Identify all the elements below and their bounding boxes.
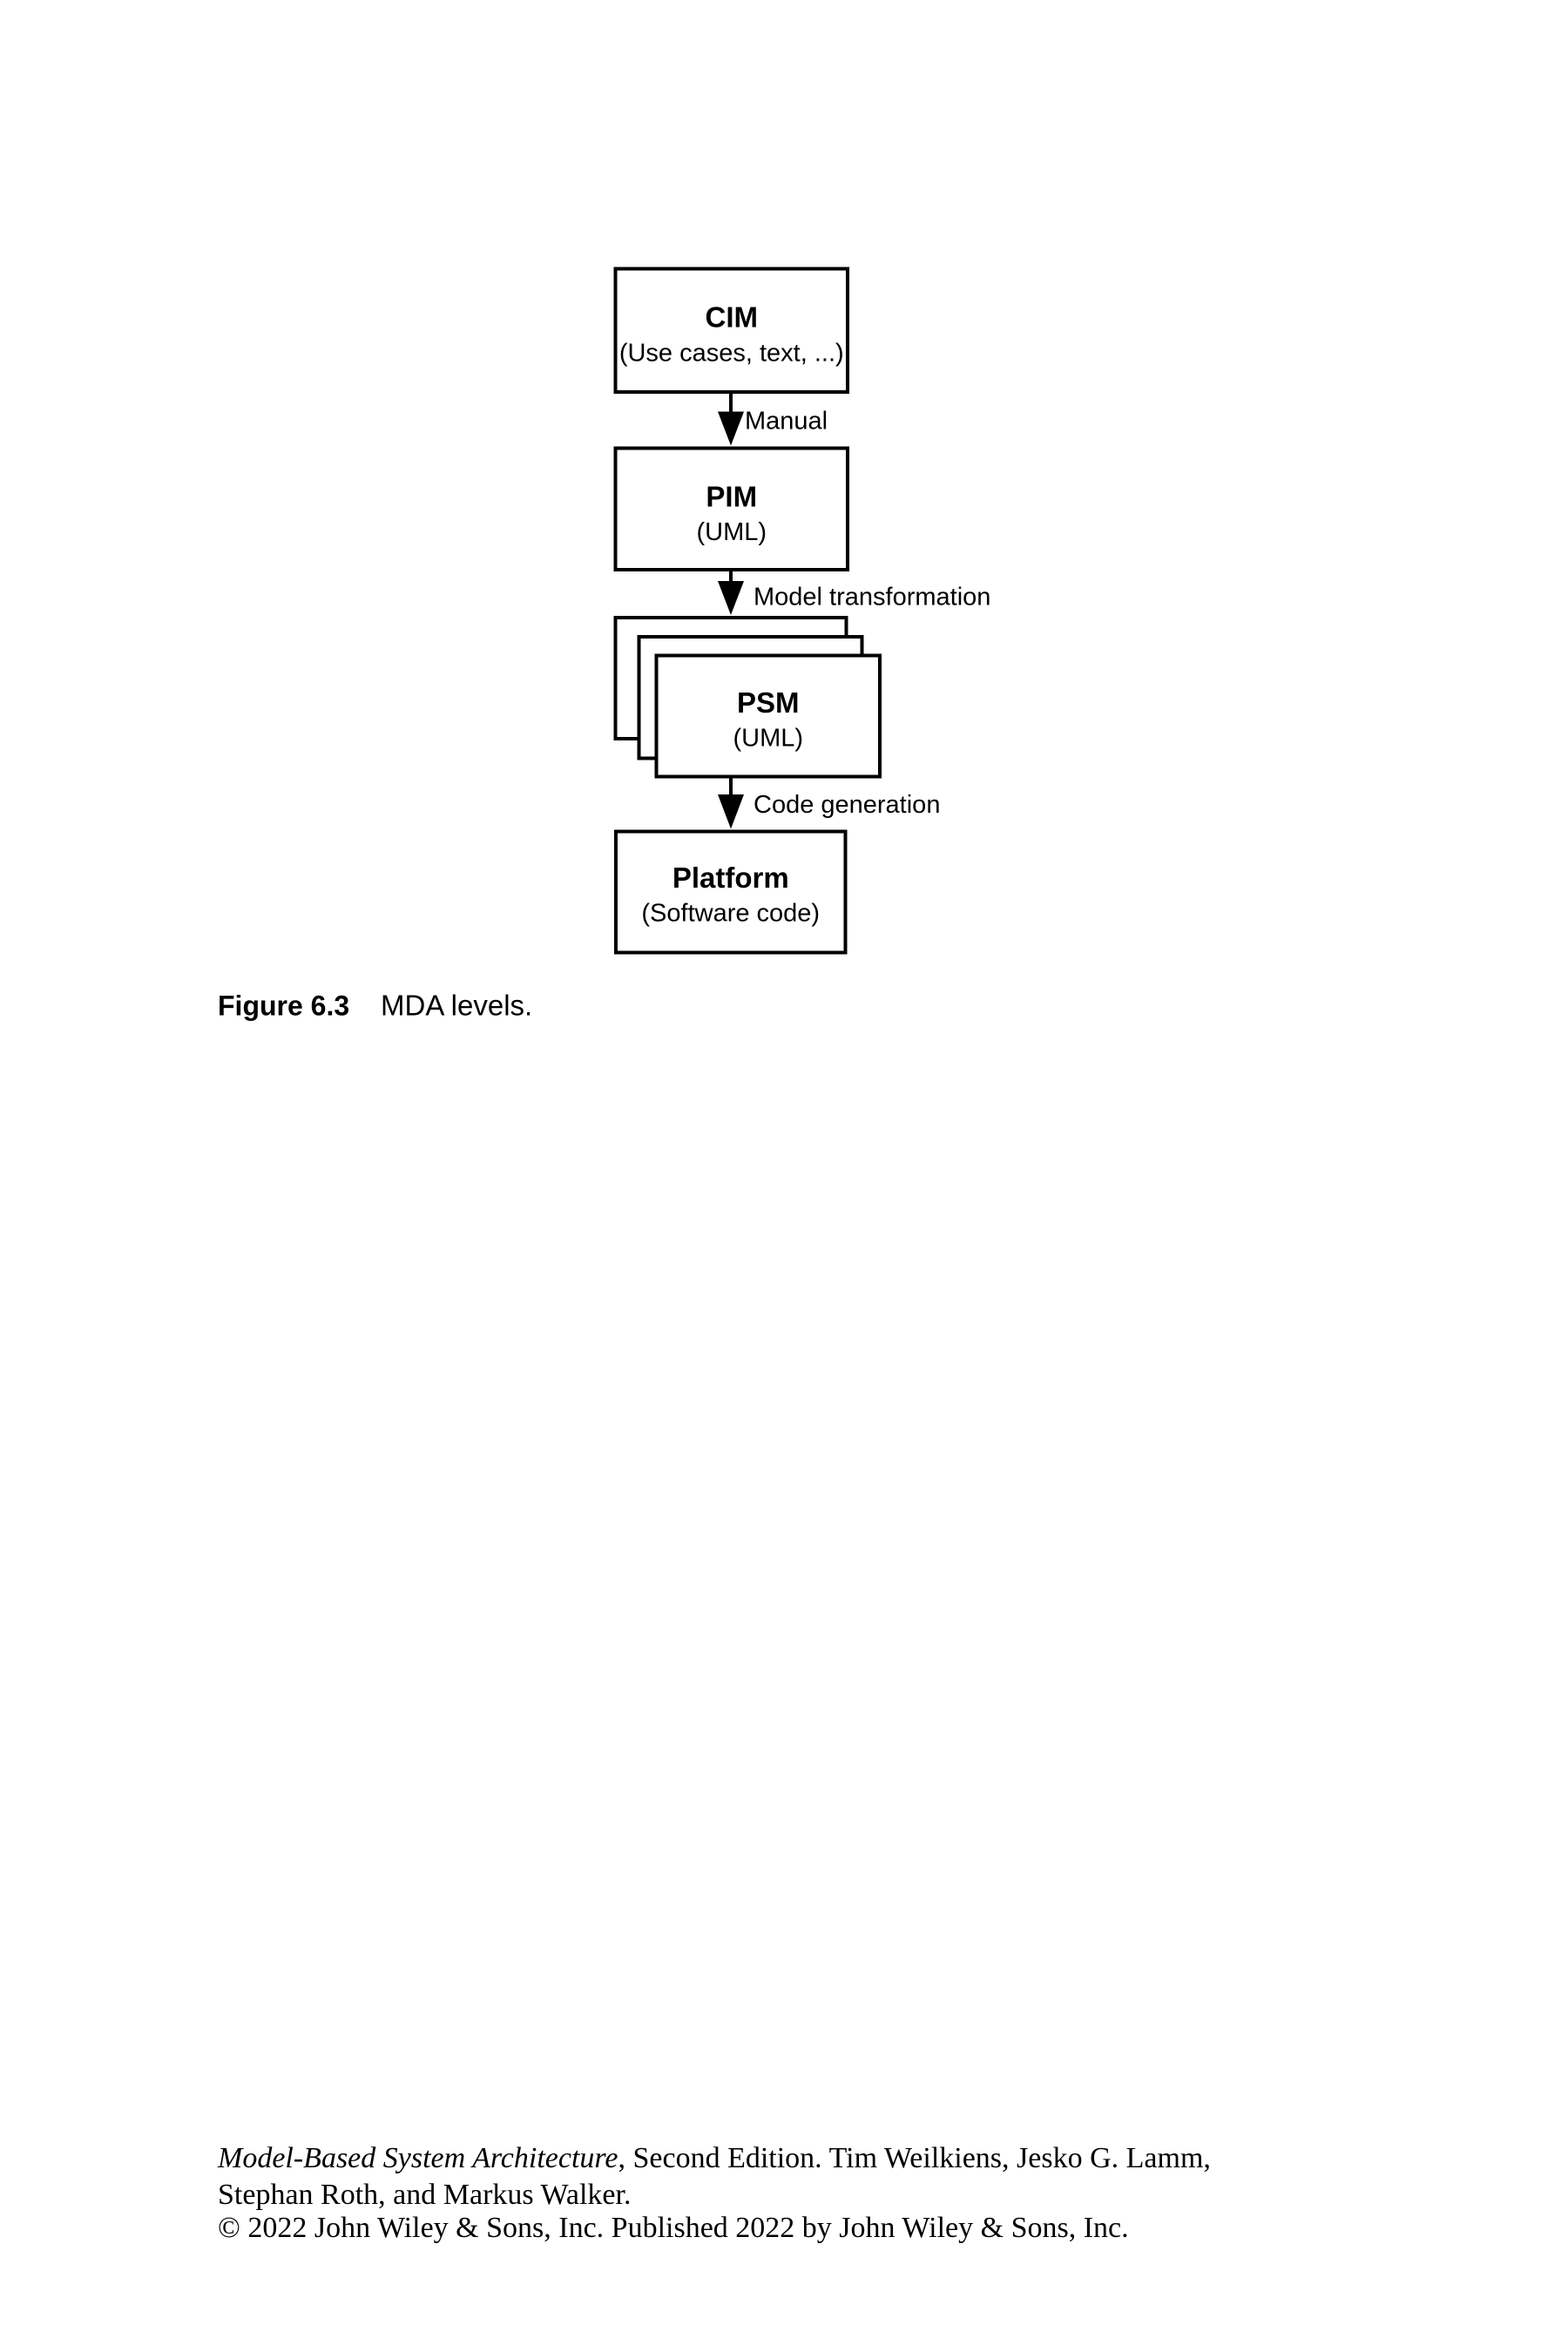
svg-text:(UML): (UML) (733, 725, 803, 753)
svg-text:(Use cases, text, ...): (Use cases, text, ...) (619, 340, 844, 368)
svg-text:Manual: Manual (745, 408, 828, 436)
svg-text:PIM: PIM (706, 481, 757, 513)
svg-text:Platform: Platform (672, 862, 789, 894)
svg-text:Code generation: Code generation (754, 791, 940, 819)
svg-text:Model transformation: Model transformation (754, 584, 990, 612)
svg-text:Figure 6.3: Figure 6.3 (218, 990, 349, 1022)
svg-text:(Software code): (Software code) (641, 900, 820, 928)
svg-text:© 2022 John Wiley & Sons, Inc.: © 2022 John Wiley & Sons, Inc. Published… (218, 2212, 1129, 2244)
svg-text:Model-Based System Architectur: Model-Based System Architecture, Second … (217, 2142, 1211, 2174)
svg-text:CIM: CIM (706, 301, 759, 334)
svg-text:MDA levels.: MDA levels. (381, 990, 532, 1022)
svg-text:(UML): (UML) (696, 518, 767, 546)
svg-text:PSM: PSM (737, 686, 800, 719)
svg-text:Stephan Roth, and Markus Walke: Stephan Roth, and Markus Walker. (218, 2179, 631, 2211)
